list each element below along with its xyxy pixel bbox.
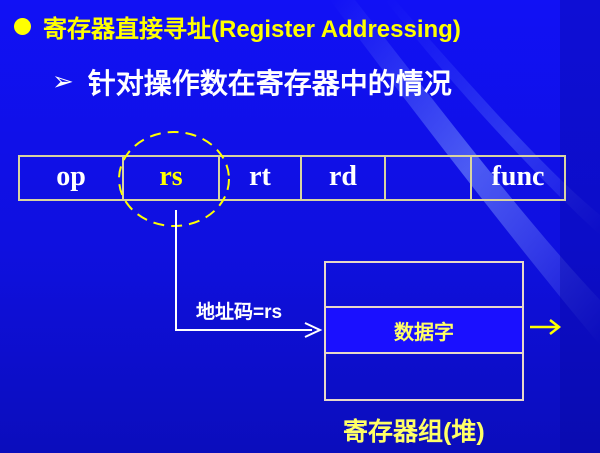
field-rs: rs xyxy=(124,157,220,199)
title-text: 寄存器直接寻址(Register Addressing) xyxy=(43,15,461,43)
slide-subtitle: ➢ 针对操作数在寄存器中的情况 xyxy=(52,62,452,102)
field-op: op xyxy=(20,157,124,199)
register-cell xyxy=(326,354,522,399)
field-shamt xyxy=(386,157,472,199)
slide-title: 寄存器直接寻址(Register Addressing) xyxy=(14,6,461,46)
register-cell-selected: 数据字 xyxy=(326,308,522,354)
register-file: 数据字 xyxy=(324,261,524,401)
field-func: func xyxy=(491,161,545,192)
output-arrow-icon xyxy=(530,319,562,335)
subtitle-text: 针对操作数在寄存器中的情况 xyxy=(87,68,452,99)
field-rt: rt xyxy=(220,157,302,199)
register-cell xyxy=(326,263,522,308)
bullet-circle-icon xyxy=(14,17,31,35)
instruction-format: op rs rt rd func xyxy=(18,155,566,201)
register-file-caption: 寄存器组(堆) xyxy=(343,418,485,446)
address-code-label: 地址码=rs xyxy=(196,302,283,323)
field-rd: rd xyxy=(302,157,386,199)
arrowhead-bullet-icon: ➢ xyxy=(52,67,74,97)
